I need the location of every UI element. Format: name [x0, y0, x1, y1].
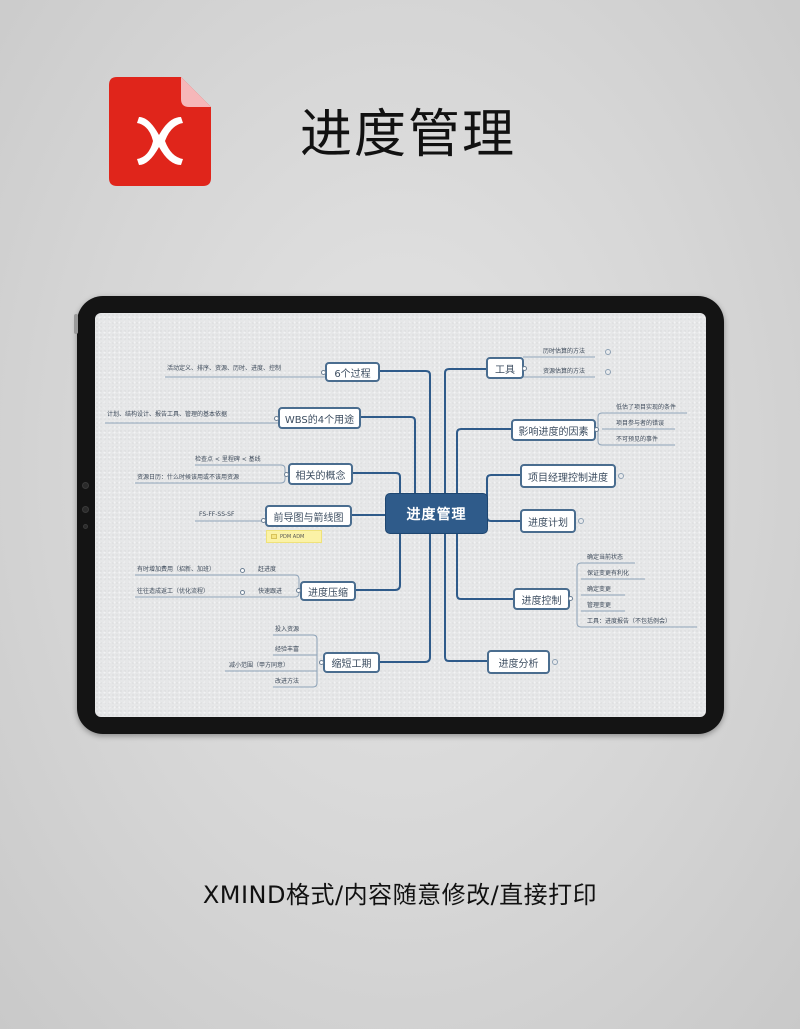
topic-label: 进度分析 [498, 658, 539, 670]
leaf-topic[interactable]: 确定变更 [587, 586, 612, 593]
topic-pdm-adm[interactable]: 前导图与箭线图 [265, 505, 352, 527]
topic-label: 进度控制 [521, 595, 562, 607]
topic-label: 相关的概念 [295, 470, 346, 482]
leaf-topic[interactable]: 减小范围（甲方同意） [229, 662, 290, 669]
topic-label: 缩短工期 [331, 659, 372, 670]
leaf-topic[interactable]: 低估了项目实现的条件 [616, 404, 677, 411]
expand-icon[interactable] [552, 659, 558, 665]
topic-pm-controls-schedule[interactable]: 项目经理控制进度 [520, 464, 616, 488]
topic-label: 6个过程 [334, 368, 371, 380]
collapse-toggle[interactable] [321, 370, 326, 375]
tablet-sensor [83, 524, 88, 529]
tablet-frame: 进度管理 6个过程 活动定义、排序、资源、历时、进度、控制 WBS的4个用途 计… [74, 296, 724, 734]
topic-schedule-factors[interactable]: 影响进度的因素 [511, 419, 596, 441]
collapse-toggle[interactable] [284, 472, 289, 477]
tablet-sensor [82, 506, 89, 513]
topic-shorten-duration[interactable]: 缩短工期 [323, 652, 380, 673]
leaf-topic[interactable]: FS-FF-SS-SF [199, 511, 235, 518]
leaf-topic[interactable]: 投入资源 [275, 626, 300, 633]
connector-lines [105, 356, 697, 688]
topic-label: 进度压缩 [308, 587, 348, 599]
collapse-toggle[interactable] [274, 416, 279, 421]
topic-label: 影响进度的因素 [518, 426, 589, 438]
leaf-tag[interactable]: 快速跟进 [258, 588, 283, 595]
central-topic-label: 进度管理 [406, 506, 467, 523]
collapse-toggle[interactable] [319, 660, 324, 665]
leaf-topic[interactable]: 不可预见的事件 [616, 436, 659, 443]
expand-icon[interactable] [578, 518, 584, 524]
leaf-topic[interactable]: 保证变更有利化 [587, 570, 630, 577]
note-icon [271, 534, 277, 539]
leaf-topic[interactable]: 历时估算的方法 [543, 348, 586, 355]
leaf-topic[interactable]: 确定当前状态 [587, 554, 624, 561]
leaf-topic[interactable]: 往往造成返工（优化流程） [137, 588, 210, 595]
topic-wbs-uses[interactable]: WBS的4个用途 [278, 407, 361, 429]
leaf-topic[interactable]: 工具：进度报告（不包括例会） [587, 618, 672, 625]
topic-related-concepts[interactable]: 相关的概念 [288, 463, 353, 485]
topic-label: 工具 [495, 364, 515, 376]
topic-tools[interactable]: 工具 [486, 357, 524, 379]
collapse-toggle[interactable] [296, 588, 301, 593]
page-title: 进度管理 [300, 105, 517, 165]
collapse-toggle[interactable] [568, 596, 573, 601]
xmind-file-icon [109, 77, 211, 186]
note-label[interactable]: PDM ADM [266, 530, 322, 543]
expand-icon[interactable] [605, 369, 611, 375]
leaf-topic[interactable]: 管理变更 [587, 602, 612, 609]
expand-icon[interactable] [618, 473, 624, 479]
collapse-toggle[interactable] [522, 366, 527, 371]
leaf-topic[interactable]: 活动定义、排序、资源、历时、进度、控制 [167, 365, 282, 372]
tablet-camera [82, 482, 89, 489]
collapse-toggle[interactable] [594, 427, 599, 432]
marker-icon [240, 590, 245, 595]
leaf-topic[interactable]: 检查点 < 里程碑 < 基线 [195, 456, 261, 463]
tablet-side-button [74, 314, 78, 334]
expand-icon[interactable] [605, 349, 611, 355]
leaf-tag[interactable]: 赶进度 [258, 566, 277, 573]
topic-label: 进度计划 [528, 517, 568, 529]
marker-icon [240, 568, 245, 573]
mindmap-canvas[interactable]: 进度管理 6个过程 活动定义、排序、资源、历时、进度、控制 WBS的4个用途 计… [95, 313, 706, 717]
note-text: PDM ADM [280, 533, 305, 540]
topic-schedule-control[interactable]: 进度控制 [513, 588, 570, 610]
topic-schedule-plan[interactable]: 进度计划 [520, 509, 576, 533]
leaf-topic[interactable]: 计划、结构设计、报告工具、管理的基本依据 [107, 411, 228, 418]
leaf-topic[interactable]: 资源估算的方法 [543, 368, 586, 375]
central-topic[interactable]: 进度管理 [385, 493, 488, 534]
leaf-topic[interactable]: 有时增加费用（招新、加班） [137, 566, 216, 573]
footer-tagline: XMIND格式/内容随意修改/直接打印 [202, 881, 598, 909]
topic-6-processes[interactable]: 6个过程 [325, 362, 380, 382]
leaf-topic[interactable]: 项目参与者的错误 [616, 420, 665, 427]
topic-label: 项目经理控制进度 [528, 472, 608, 484]
topic-label: 前导图与箭线图 [273, 512, 344, 524]
topic-schedule-compression[interactable]: 进度压缩 [300, 581, 356, 601]
collapse-toggle[interactable] [261, 518, 266, 523]
leaf-topic[interactable]: 资源日历：什么时候该用或不该用资源 [137, 474, 240, 481]
topic-schedule-analysis[interactable]: 进度分析 [487, 650, 550, 674]
leaf-topic[interactable]: 经验丰富 [275, 646, 300, 653]
leaf-topic[interactable]: 改进方法 [275, 678, 300, 685]
topic-label: WBS的4个用途 [284, 414, 355, 426]
